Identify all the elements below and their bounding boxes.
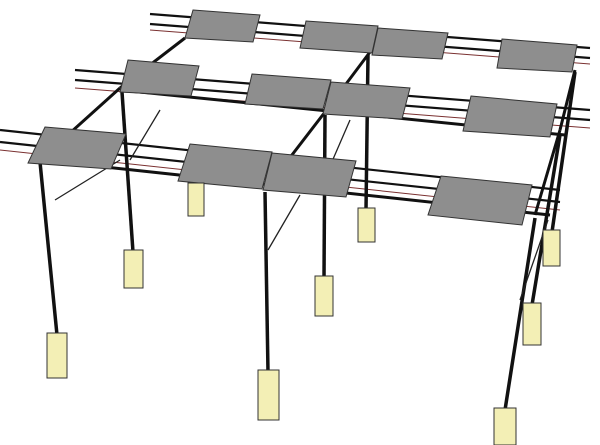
post — [263, 191, 270, 373]
post — [530, 134, 562, 306]
footing — [522, 302, 542, 346]
footing — [314, 275, 334, 317]
solar-panel — [299, 20, 379, 54]
posts — [38, 54, 577, 411]
solar-panel — [462, 95, 558, 138]
footing — [542, 229, 561, 267]
beam — [533, 129, 562, 216]
solar-panel — [496, 38, 578, 73]
brace — [129, 109, 161, 161]
footing — [46, 332, 68, 379]
footing — [187, 182, 205, 217]
solar-panel — [244, 73, 332, 110]
solar-panel — [427, 175, 533, 226]
footings — [46, 182, 561, 445]
footing — [123, 249, 144, 289]
solar-panel — [27, 126, 127, 170]
solar-panel — [177, 143, 273, 190]
footing — [493, 407, 517, 445]
post — [322, 114, 327, 279]
post — [364, 54, 370, 211]
solar-panel — [262, 152, 357, 198]
solar-panel — [119, 59, 200, 97]
footing — [357, 207, 376, 243]
post — [550, 71, 577, 233]
post — [503, 217, 537, 411]
solar-panel — [371, 27, 449, 60]
footing — [257, 369, 280, 421]
solar-panel — [184, 9, 261, 43]
post — [120, 91, 135, 253]
brace — [267, 194, 301, 251]
panels — [27, 9, 578, 226]
post — [38, 161, 59, 336]
solar-panel — [322, 81, 411, 120]
